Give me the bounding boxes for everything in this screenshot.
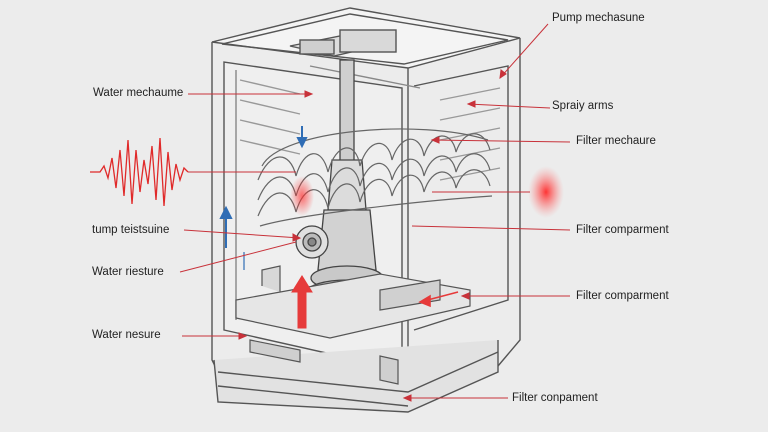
label-water-pressure: Water riesture (92, 266, 164, 278)
red-arrow-filter (418, 291, 459, 308)
label-pump-mechanism: Pump mechasune (552, 12, 645, 24)
label-filter-mechanism: Filter mechaure (576, 135, 656, 147)
red-up-arrow (291, 275, 313, 329)
label-water-mechanism: Water mechaume (93, 87, 184, 99)
label-filter-compartment-2: Filter comparment (576, 290, 669, 302)
waveform-icon (90, 137, 189, 207)
label-tump-testsune: tump teistsuine (92, 224, 170, 236)
flow-up-arrows (219, 126, 308, 270)
label-water-nesure: Water nesure (92, 329, 161, 341)
glow-icon (528, 166, 564, 218)
label-filter-compartment-1: Filter comparment (576, 224, 669, 236)
label-spray-arms: Spraiy arms (552, 100, 614, 112)
leader-lines (179, 23, 571, 402)
heat-glow-center (290, 176, 314, 216)
label-filter-compartment-3: Filter conpament (512, 392, 598, 404)
